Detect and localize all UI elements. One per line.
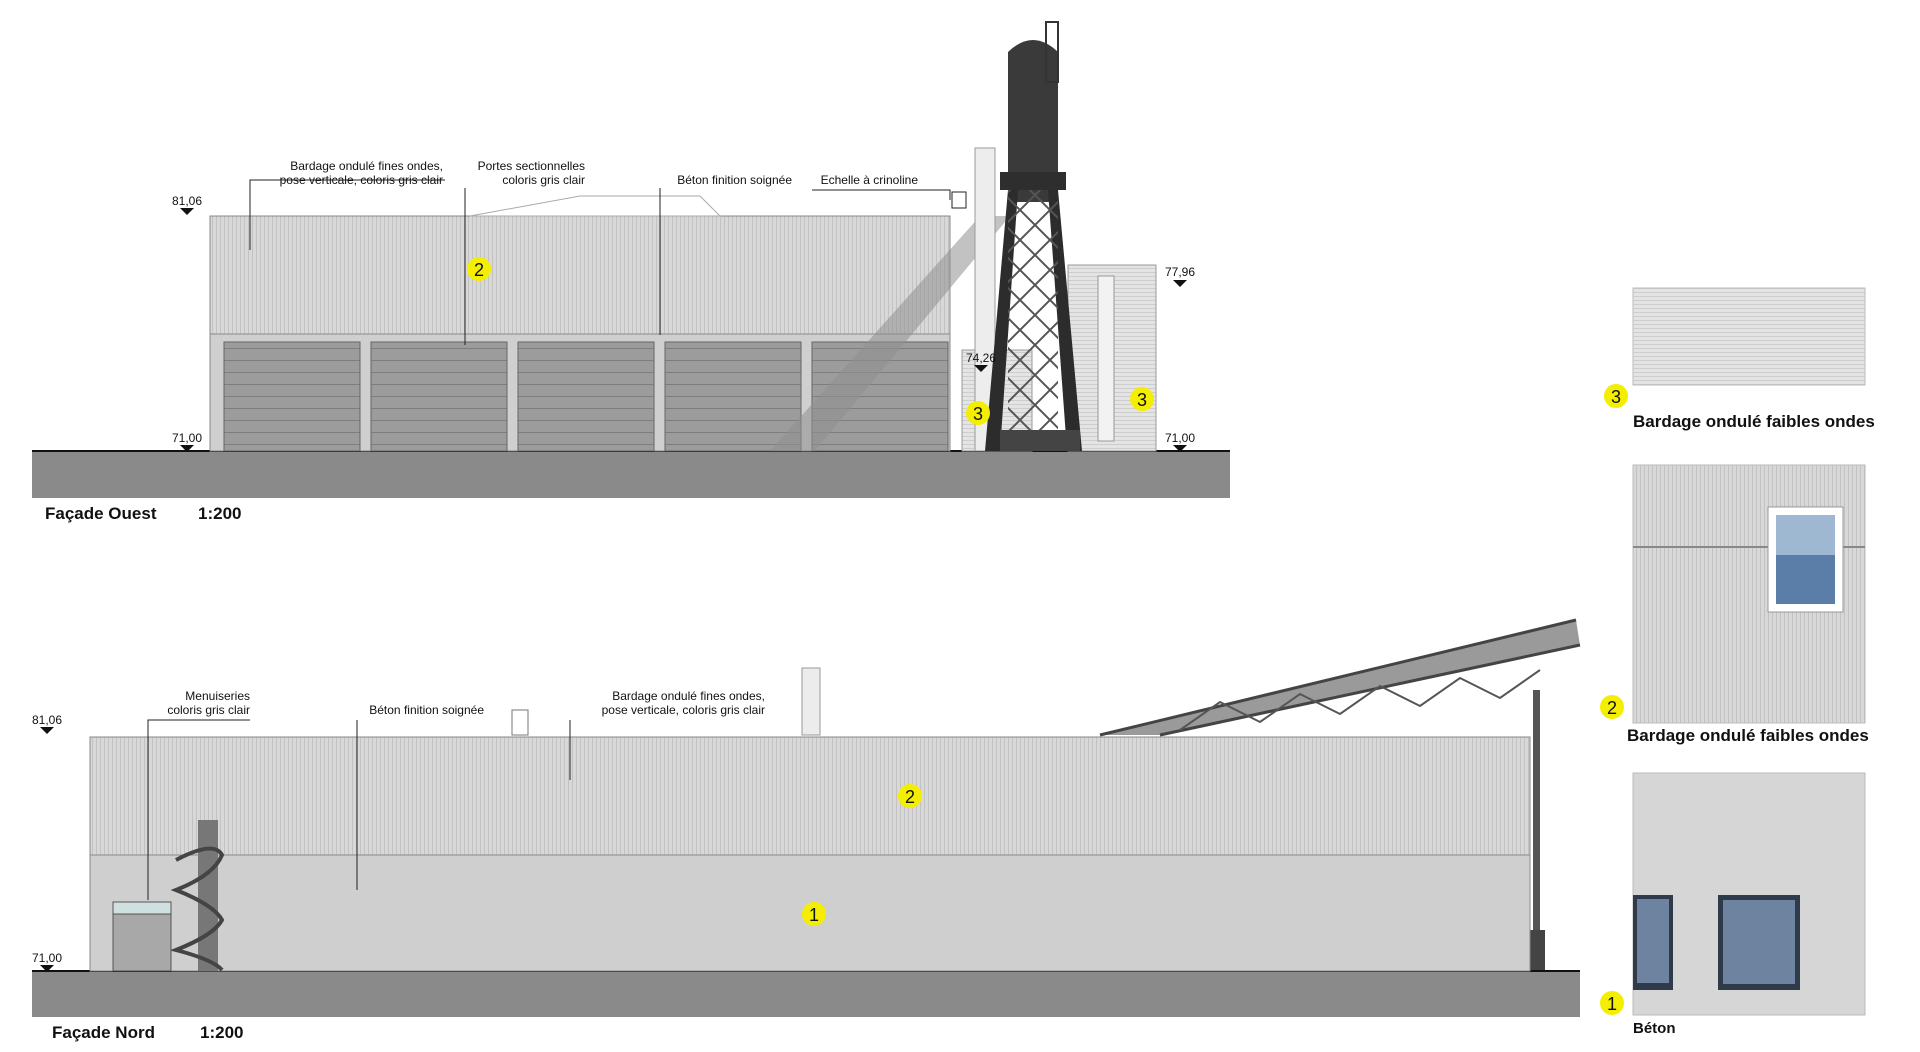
level-mark: 71,00 xyxy=(172,431,202,452)
facade-ouest-scale: 1:200 xyxy=(198,504,241,523)
material-marker: 3 xyxy=(966,401,990,425)
level-mark: 71,00 xyxy=(32,951,62,972)
label-bardage: Bardage ondulé fines ondes, xyxy=(290,159,443,173)
sample-bardage-faibles-ondes-3: 3 Bardage ondulé faibles ondes xyxy=(1604,287,1875,431)
label-portes-2: coloris gris clair xyxy=(502,173,585,187)
label-menuiseries: Menuiseries xyxy=(185,689,250,703)
conveyor xyxy=(1099,618,1581,737)
sample-bardage-faibles-ondes-2: 2 Bardage ondulé faibles ondes xyxy=(1600,464,1869,745)
label-beton: Béton finition soignée xyxy=(369,703,484,717)
svg-text:71,00: 71,00 xyxy=(1165,431,1195,445)
sample-beton: 1 Béton xyxy=(1600,772,1866,1037)
material-marker: 2 xyxy=(898,784,922,808)
level-mark: 77,96 xyxy=(1165,265,1195,287)
material-marker: 3 xyxy=(1130,387,1154,411)
facade-ouest-title: Façade Ouest xyxy=(45,504,157,523)
sample-caption: Bardage ondulé faibles ondes xyxy=(1627,726,1869,745)
label-echelle: Echelle à crinoline xyxy=(821,173,919,187)
roof-vent xyxy=(511,709,529,736)
svg-text:74,26: 74,26 xyxy=(966,351,996,365)
svg-text:1: 1 xyxy=(809,905,819,925)
label-bardage-2: pose verticale, coloris gris clair xyxy=(602,703,765,717)
sectional-door xyxy=(223,341,361,452)
level-mark: 71,00 xyxy=(1165,431,1195,452)
svg-text:77,96: 77,96 xyxy=(1165,265,1195,279)
sectional-door xyxy=(664,341,802,452)
facade-ouest: Bardage ondulé fines ondes, pose vertica… xyxy=(32,21,1230,523)
dark-tower xyxy=(985,21,1082,451)
svg-text:3: 3 xyxy=(1137,390,1147,410)
label-menuiseries-2: coloris gris clair xyxy=(167,703,250,717)
svg-text:2: 2 xyxy=(474,260,484,280)
level-mark: 74,26 xyxy=(966,351,996,372)
svg-text:2: 2 xyxy=(905,787,915,807)
material-samples: 3 Bardage ondulé faibles ondes 2 Bardage… xyxy=(1600,287,1875,1037)
svg-text:81,06: 81,06 xyxy=(32,713,62,727)
sample-caption: Bardage ondulé faibles ondes xyxy=(1633,412,1875,431)
facade-nord-scale: 1:200 xyxy=(200,1023,243,1042)
material-marker: 1 xyxy=(802,902,826,926)
chimney xyxy=(801,667,821,736)
ground-slab xyxy=(32,971,1580,1017)
spiral-stair xyxy=(112,820,225,972)
svg-text:1: 1 xyxy=(1607,994,1617,1014)
label-bardage-2: pose verticale, coloris gris clair xyxy=(280,173,443,187)
svg-text:71,00: 71,00 xyxy=(32,951,62,965)
facade-nord: Menuiseries coloris gris clair Béton fin… xyxy=(32,618,1581,1042)
level-mark: 81,06 xyxy=(172,194,202,215)
material-marker: 2 xyxy=(467,257,491,281)
lamp-post xyxy=(1533,690,1540,970)
sectional-door xyxy=(370,341,508,452)
sectional-door xyxy=(517,341,655,452)
svg-text:3: 3 xyxy=(973,404,983,424)
facade-nord-title: Façade Nord xyxy=(52,1023,155,1042)
svg-text:71,00: 71,00 xyxy=(172,431,202,445)
label-portes: Portes sectionnelles xyxy=(478,159,585,173)
cladding-band xyxy=(209,215,951,335)
cladding-band xyxy=(89,736,1531,856)
svg-text:81,06: 81,06 xyxy=(172,194,202,208)
sample-caption: Béton xyxy=(1633,1020,1676,1037)
label-bardage: Bardage ondulé fines ondes, xyxy=(612,689,765,703)
level-mark: 81,06 xyxy=(32,713,62,734)
ground-slab xyxy=(32,451,1230,498)
svg-text:3: 3 xyxy=(1611,387,1621,407)
svg-text:2: 2 xyxy=(1607,698,1617,718)
label-beton: Béton finition soignée xyxy=(677,173,792,187)
